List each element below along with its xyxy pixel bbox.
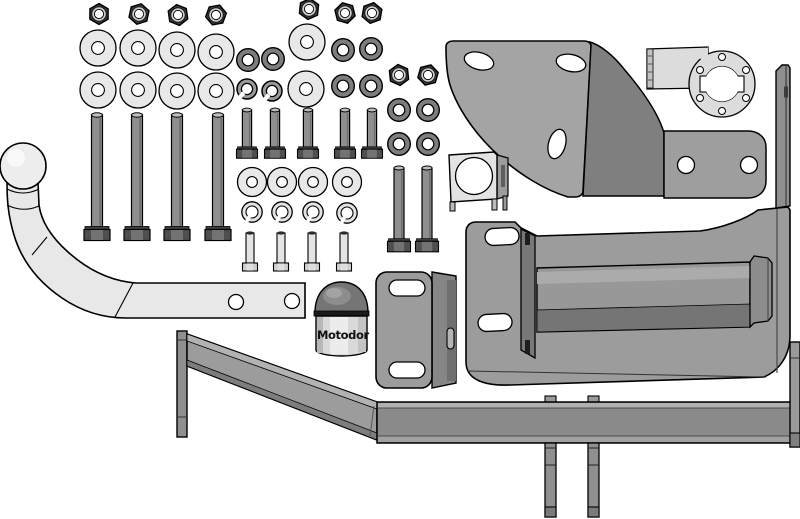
plate-slot <box>784 86 788 98</box>
spring-washer <box>271 201 293 224</box>
bracket-slot <box>463 51 495 71</box>
bracket-slot <box>547 128 567 160</box>
hex-nut <box>298 0 320 22</box>
hex-nut <box>166 2 190 28</box>
socket-screw-hole <box>742 66 750 74</box>
bracket-hole <box>676 155 696 175</box>
bracket-slot <box>477 312 513 333</box>
stud-small <box>241 230 259 272</box>
bolt-long <box>204 112 232 242</box>
hex-nut <box>203 1 229 29</box>
hex-nut <box>360 0 384 26</box>
bolt-medium <box>360 107 384 159</box>
tow-ball <box>0 142 47 190</box>
side-end-plate <box>775 64 791 209</box>
flat-washer-large <box>158 72 196 110</box>
medium-bolts <box>235 107 384 159</box>
socket-screw-hole <box>696 66 704 74</box>
thick-washer-dark <box>331 73 355 99</box>
flat-washer-medium <box>297 166 329 198</box>
hex-nut <box>388 62 410 88</box>
thick-washer-dark <box>359 37 383 61</box>
large-flat-washers <box>79 23 326 110</box>
flat-washer-medium <box>236 166 268 198</box>
hex-nut <box>415 61 441 89</box>
thick-washer-dark <box>416 131 440 157</box>
thick-washer-dark <box>235 48 260 73</box>
upper-mounting-bracket <box>445 40 767 199</box>
flat-washer-large <box>79 71 117 109</box>
flat-washer-large <box>287 70 325 108</box>
flat-washer-large <box>119 71 157 109</box>
ball-cover: Motodor <box>313 281 370 357</box>
spring-washer <box>336 202 358 225</box>
small-studs <box>241 230 353 272</box>
bracket-extension <box>663 130 767 199</box>
flat-washer-medium <box>331 166 363 198</box>
bolt-long <box>83 112 111 242</box>
ball-cover-label: Motodor <box>317 328 369 342</box>
socket-screw-hole <box>742 94 750 102</box>
socket-screw-hole <box>718 107 726 115</box>
extra-long-bolts <box>386 165 440 253</box>
bolt-long <box>163 112 191 242</box>
socket-screw-hole <box>718 53 726 61</box>
long-bolts <box>83 112 232 242</box>
flat-washer-large <box>197 33 235 71</box>
arm-hole <box>227 293 245 311</box>
thick-washer-dark <box>387 131 411 157</box>
bolt-medium <box>296 107 320 159</box>
bracket-slot <box>484 226 520 247</box>
bracket-hole <box>739 155 759 175</box>
small-mounting-plate <box>375 271 457 389</box>
thick-washer-dark <box>387 97 411 123</box>
main-receiver-bracket <box>465 206 791 386</box>
stud-small <box>303 230 321 272</box>
stud-small <box>272 230 290 272</box>
spring-washer <box>241 201 263 224</box>
spring-washer <box>236 78 258 100</box>
stud-small <box>335 230 353 272</box>
thick-washer-dark <box>416 97 440 123</box>
hex-nut <box>89 2 109 26</box>
bolt-medium <box>235 107 259 159</box>
spring-washer <box>302 201 324 224</box>
hex-nut <box>332 0 358 27</box>
thick-washer-dark <box>331 38 355 62</box>
flat-washer-large <box>158 31 196 69</box>
thick-washer-dark <box>359 73 383 99</box>
receiver-tube <box>536 255 773 333</box>
flat-washer-large <box>288 23 326 61</box>
hex-nut <box>127 1 151 27</box>
flat-washer-large <box>197 72 235 110</box>
plate-slot <box>388 361 426 379</box>
crossbar-beam-assembly <box>176 330 800 518</box>
crossbar-strap <box>544 442 557 518</box>
spring-washer <box>261 80 283 102</box>
flat-washer-medium <box>266 166 298 198</box>
flat-washer-large <box>79 29 117 67</box>
bracket-flange <box>520 227 536 360</box>
medium-flat-washers <box>236 166 363 198</box>
bolt-long <box>123 112 151 242</box>
socket-screw-hole <box>696 94 704 102</box>
crossbar-strap <box>587 442 600 518</box>
bolt-medium <box>333 107 357 159</box>
towball-arm <box>0 142 306 319</box>
socket-mounting-plate <box>646 46 756 118</box>
flange-slot <box>446 327 455 350</box>
crossbar-left-end-plate <box>176 330 188 438</box>
bolt-medium <box>263 107 287 159</box>
clamp-bushing-plate <box>448 151 509 212</box>
bolt-extra-long <box>414 165 440 253</box>
flat-washer-large <box>119 29 157 67</box>
thick-washer-dark <box>261 47 285 72</box>
bolt-extra-long <box>386 165 412 253</box>
clamp-hole <box>454 156 494 196</box>
arm-hole <box>283 292 301 310</box>
bracket-slot <box>555 53 587 73</box>
plate-slot <box>388 279 426 297</box>
